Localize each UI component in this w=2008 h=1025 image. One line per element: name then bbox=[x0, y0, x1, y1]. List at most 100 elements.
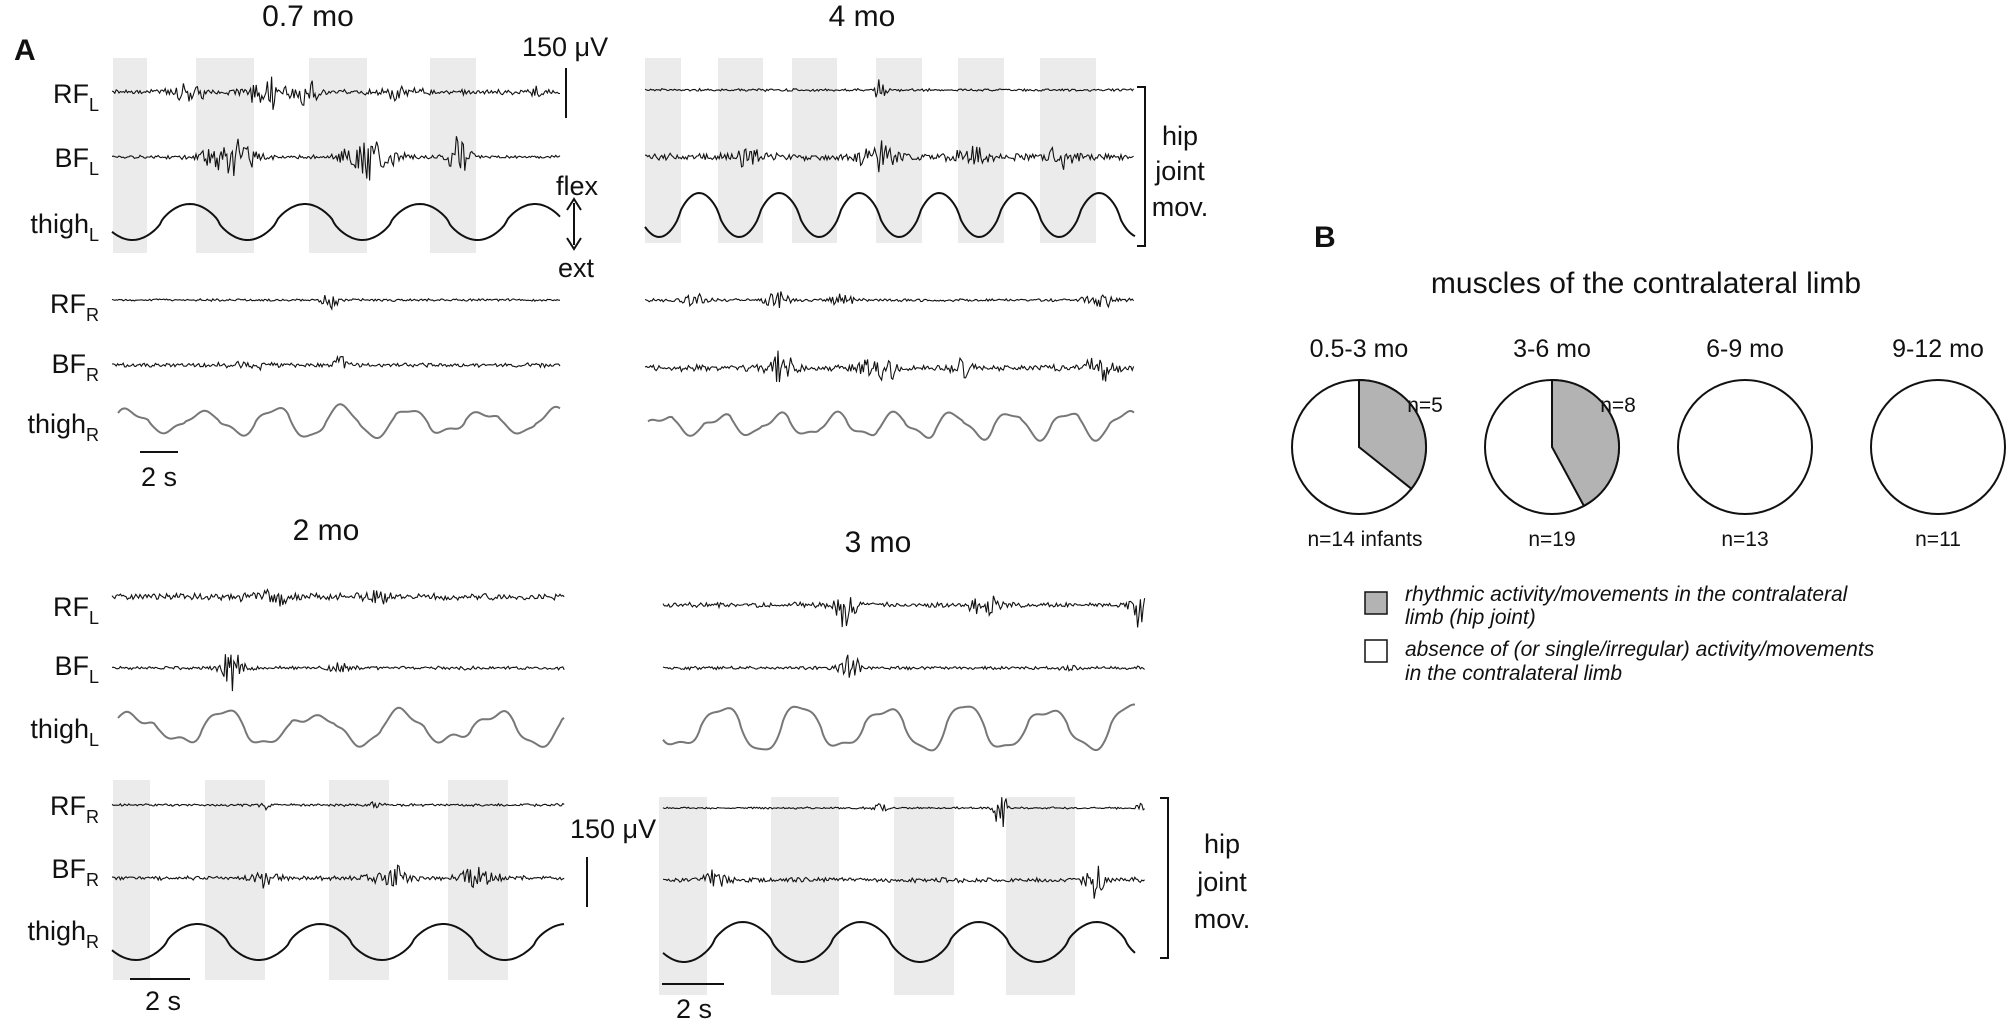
swing-band bbox=[1006, 797, 1075, 995]
pie-age-label: 9-12 mo bbox=[1892, 335, 1984, 363]
row-label-bf-r: BFR bbox=[51, 349, 99, 385]
row-label-rf-l: RFL bbox=[53, 592, 99, 628]
row-label-bf-l: BFL bbox=[54, 143, 99, 179]
bracket-label-line: joint bbox=[1154, 156, 1205, 186]
emg-trace-rf-l bbox=[644, 79, 1135, 98]
row-label-rf-l: RFL bbox=[53, 79, 99, 115]
emg-trace-rf-l bbox=[111, 76, 560, 110]
bracket-label-line: hip bbox=[1204, 829, 1240, 859]
bracket bbox=[1160, 797, 1169, 959]
row-label-bf-r: BFR bbox=[51, 854, 99, 890]
swing-band bbox=[430, 58, 476, 253]
legend-text-rhythmic-line2: limb (hip joint) bbox=[1405, 606, 1536, 629]
row-label-thigh-l: thighL bbox=[30, 714, 99, 750]
pie-total-count: n=14 infants bbox=[1307, 528, 1422, 551]
emg-trace-bf-l bbox=[662, 654, 1145, 678]
row-label-bf-l: BFL bbox=[54, 651, 99, 687]
legend-swatch-rhythmic bbox=[1364, 591, 1388, 615]
pie-rhythmic-count: n=5 bbox=[1407, 394, 1443, 417]
swing-band bbox=[894, 797, 954, 995]
panel-b: B muscles of the contralateral limb 0.5-… bbox=[1291, 221, 2006, 685]
pie-total-count: n=13 bbox=[1721, 528, 1768, 551]
thigh-trace-r bbox=[662, 920, 1136, 963]
swing-band bbox=[1040, 58, 1096, 243]
swing-band bbox=[771, 797, 839, 995]
emg-trace-rf-r bbox=[111, 801, 565, 812]
swing-band bbox=[113, 780, 150, 980]
bracket-label-line: joint bbox=[1196, 867, 1247, 897]
subpanel-title: 2 mo bbox=[293, 514, 360, 547]
panel-b-letter: B bbox=[1314, 221, 1336, 254]
swing-band bbox=[718, 58, 763, 243]
flex-label: flex bbox=[556, 171, 599, 201]
row-label-rf-r: RFR bbox=[50, 791, 99, 827]
pie-rhythmic-count: n=8 bbox=[1600, 394, 1636, 417]
bracket-label-line: mov. bbox=[1152, 192, 1209, 222]
emg-trace-rf-r bbox=[644, 291, 1135, 309]
emg-trace-bf-r bbox=[111, 354, 561, 372]
subpanel-4mo: 4 mo hip joint mov. bbox=[644, 0, 1209, 442]
swing-band bbox=[792, 58, 837, 243]
bracket-label-line: hip bbox=[1162, 121, 1198, 151]
row-label-thigh-r: thighR bbox=[27, 916, 99, 952]
bracket bbox=[1137, 86, 1146, 247]
emg-trace-rf-l bbox=[111, 588, 565, 607]
arrow-up-icon bbox=[566, 197, 582, 211]
pie-age-label: 6-9 mo bbox=[1706, 335, 1784, 363]
thigh-trace-l bbox=[117, 706, 565, 748]
subpanel-title: 3 mo bbox=[845, 526, 912, 559]
pie-charts: 0.5-3 mo n=5 n=14 infants 3-6 mo n=8 n=19 6-9 … bbox=[1291, 335, 2006, 551]
row-label-thigh-r: thighR bbox=[27, 409, 99, 445]
emg-trace-bf-r bbox=[111, 864, 565, 889]
legend-swatch-absence bbox=[1364, 639, 1388, 663]
pie-slice-absence bbox=[1870, 379, 2006, 515]
pie-total-count: n=11 bbox=[1915, 528, 1961, 551]
swing-band bbox=[329, 780, 389, 980]
panel-b-title: muscles of the contralateral limb bbox=[1431, 267, 1861, 300]
emg-trace-bf-l bbox=[111, 136, 561, 181]
swing-band bbox=[645, 58, 681, 243]
time-scale-label: 2 s bbox=[676, 994, 712, 1024]
emg-scale-label: 150 μV bbox=[522, 32, 608, 62]
legend-text-absence-line2: in the contralateral limb bbox=[1405, 662, 1622, 685]
emg-trace-rf-r bbox=[111, 294, 560, 311]
thigh-trace-r bbox=[647, 409, 1135, 442]
pie-slice-rhythmic bbox=[1551, 378, 1620, 508]
arrow-down-icon bbox=[566, 237, 582, 251]
legend-text-rhythmic-line1: rhythmic activity/movements in the contr… bbox=[1405, 583, 1849, 606]
ext-label: ext bbox=[558, 253, 595, 283]
emg-trace-bf-l bbox=[112, 654, 565, 692]
pie-slice-absence bbox=[1677, 379, 1813, 515]
row-label-thigh-l: thighL bbox=[30, 209, 99, 245]
thigh-trace-l bbox=[111, 202, 561, 242]
panel-a-letter: A bbox=[14, 34, 36, 67]
time-scale-label: 2 s bbox=[141, 462, 177, 492]
swing-band bbox=[958, 58, 1004, 243]
emg-trace-bf-r bbox=[644, 350, 1135, 383]
emg-trace-bf-r bbox=[662, 865, 1145, 899]
thigh-trace-r bbox=[117, 403, 561, 439]
subpanel-3mo: 3 mo hip joint mov. 2 s bbox=[659, 526, 1250, 1024]
subpanel-title: 0.7 mo bbox=[262, 0, 354, 33]
pie-total-count: n=19 bbox=[1528, 528, 1575, 551]
emg-trace-rf-r bbox=[662, 797, 1145, 828]
legend-text-absence-line1: absence of (or single/irregular) activit… bbox=[1405, 638, 1875, 661]
bracket-label-line: mov. bbox=[1194, 904, 1251, 934]
subpanel-title: 4 mo bbox=[829, 0, 896, 33]
emg-trace-rf-l bbox=[662, 595, 1146, 628]
pie-slice-rhythmic bbox=[1358, 378, 1428, 491]
pie-age-label: 3-6 mo bbox=[1513, 335, 1591, 363]
subpanel-2mo: 2 mo RFL BFL thighL RFR BFR thighR 150 μ… bbox=[27, 514, 656, 1016]
thigh-trace-r bbox=[111, 922, 565, 962]
row-label-rf-r: RFR bbox=[50, 289, 99, 325]
emg-scale-label: 150 μV bbox=[570, 814, 656, 844]
swing-band bbox=[659, 797, 707, 995]
time-scale-label: 2 s bbox=[145, 986, 181, 1016]
pie-age-label: 0.5-3 mo bbox=[1310, 335, 1409, 363]
subpanel-0-7mo: 0.7 mo RFL BFL thighL RFR BFR thighR 150… bbox=[27, 0, 608, 492]
emg-trace-bf-l bbox=[644, 140, 1134, 173]
thigh-trace-l bbox=[644, 191, 1136, 239]
thigh-trace-l bbox=[662, 703, 1136, 752]
